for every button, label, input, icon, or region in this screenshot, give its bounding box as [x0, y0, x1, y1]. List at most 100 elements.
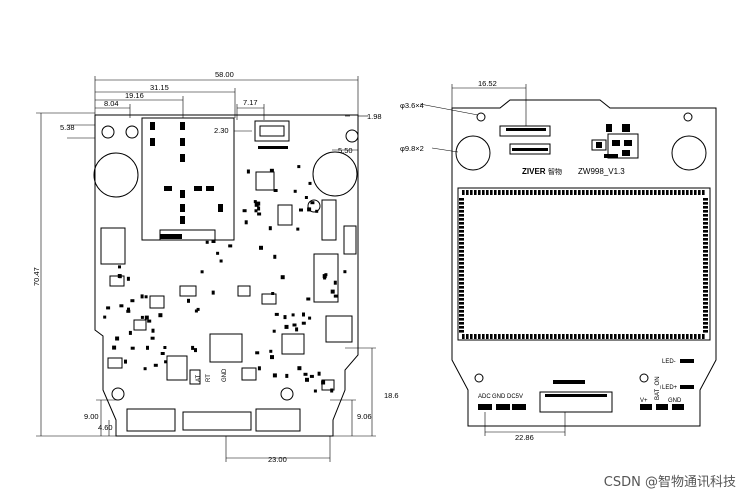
label-dc5v: DC5V [507, 394, 523, 400]
lcd-pad [470, 334, 473, 339]
smd-pad [284, 324, 289, 329]
lcd-pad [670, 334, 673, 339]
lcd-pad [678, 190, 681, 195]
lcd-pad [459, 214, 464, 217]
lcd-pad [626, 334, 629, 339]
smd-pad [296, 227, 300, 231]
smd-pad [200, 270, 204, 274]
smd-pad [303, 372, 308, 376]
usb-connector [254, 120, 290, 142]
mount-hole [683, 112, 693, 122]
smd-pad [271, 292, 275, 295]
smd-pad [151, 328, 155, 333]
lcd-pad [554, 190, 557, 195]
smd-pad [330, 388, 334, 393]
lcd-pad [703, 286, 708, 289]
lcd-pad [459, 234, 464, 237]
smd-pad [272, 329, 276, 333]
right-text: 16.52 φ3.6×4 φ9.8×2 22.86 ZIVER 智物 ZW998… [400, 79, 682, 442]
smd-pad [297, 366, 302, 371]
lcd-pad [662, 334, 665, 339]
smd-pad [268, 226, 272, 231]
lcd-pad [670, 190, 673, 195]
lcd-pad [642, 334, 645, 339]
lcd-pad [622, 334, 625, 339]
lcd-pad [459, 262, 464, 265]
lcd-pad [459, 210, 464, 213]
dim-5-50: 5.50 [338, 146, 353, 155]
dim-19-16: 19.16 [125, 91, 144, 100]
sim-pads [150, 122, 288, 239]
lcd-pad [514, 334, 517, 339]
smd-pad [304, 196, 308, 199]
brand-logo: ZIVER [522, 167, 546, 176]
smd-pad [254, 202, 259, 207]
label-vplus: V+ [640, 398, 648, 404]
lcd-pad [459, 278, 464, 281]
lcd-pad [459, 294, 464, 297]
left-dimension-text: 58.00 31.15 19.16 8.04 7.17 2.30 1.98 5.… [32, 70, 399, 464]
lcd-pad [703, 330, 708, 333]
smd-pad [253, 200, 257, 204]
dim-hole-large: φ9.8×2 [400, 144, 424, 153]
lcd-pad [466, 334, 469, 339]
smd-pad [321, 380, 326, 385]
lcd-pad [610, 334, 613, 339]
smd-pad [124, 359, 127, 364]
lcd-pad [703, 314, 708, 317]
smd-pad [291, 313, 295, 317]
smd-pad [309, 374, 314, 378]
lcd-pad [522, 190, 525, 195]
mount-hole [474, 373, 484, 383]
smd-pad [343, 270, 347, 274]
lcd-pad [703, 230, 708, 233]
lcd-pad [498, 334, 501, 339]
lcd-pad [694, 190, 697, 195]
lcd-pad [658, 190, 661, 195]
lcd-pad [546, 334, 549, 339]
lcd-pad [674, 190, 677, 195]
smd-pad [273, 254, 277, 259]
smd-pad [118, 274, 122, 279]
lcd-pad [494, 190, 497, 195]
lcd-pad [634, 190, 637, 195]
lcd-pad [578, 334, 581, 339]
lcd-pad [703, 226, 708, 229]
smd-pad [299, 208, 303, 212]
ic-chip [281, 333, 305, 355]
lcd-pad [598, 190, 601, 195]
lcd-pad [459, 258, 464, 261]
lcd-pad [690, 190, 693, 195]
lcd-pad [650, 190, 653, 195]
smd-pad [196, 307, 200, 311]
smd-pad [140, 315, 144, 319]
ic-chip [325, 315, 353, 343]
lcd-pad [510, 334, 513, 339]
smd-pad [194, 309, 198, 313]
lcd-pad [578, 190, 581, 195]
lcd-pad [459, 230, 464, 233]
smd-pad [158, 313, 163, 318]
lcd-pad [703, 278, 708, 281]
lcd-pad [703, 282, 708, 285]
lcd-pad [546, 190, 549, 195]
lcd-pad [690, 334, 693, 339]
smd-pad [242, 209, 247, 213]
lcd-pad [594, 334, 597, 339]
lcd-pad [703, 290, 708, 293]
lcd-pad [534, 190, 537, 195]
lcd-pad [703, 322, 708, 325]
lcd-pad [703, 258, 708, 261]
smd-pad [269, 168, 274, 172]
lcd-pad [490, 334, 493, 339]
dim-4-60: 4.60 [98, 423, 113, 432]
lcd-pad [558, 334, 561, 339]
smd-pad [153, 363, 158, 367]
lcd-pad [642, 190, 645, 195]
battery-pad-right [312, 151, 358, 197]
smd-pad [323, 276, 327, 280]
lcd-pad [662, 190, 665, 195]
smd-pad [112, 345, 117, 350]
lcd-pad [646, 190, 649, 195]
lcd-area [457, 187, 711, 341]
